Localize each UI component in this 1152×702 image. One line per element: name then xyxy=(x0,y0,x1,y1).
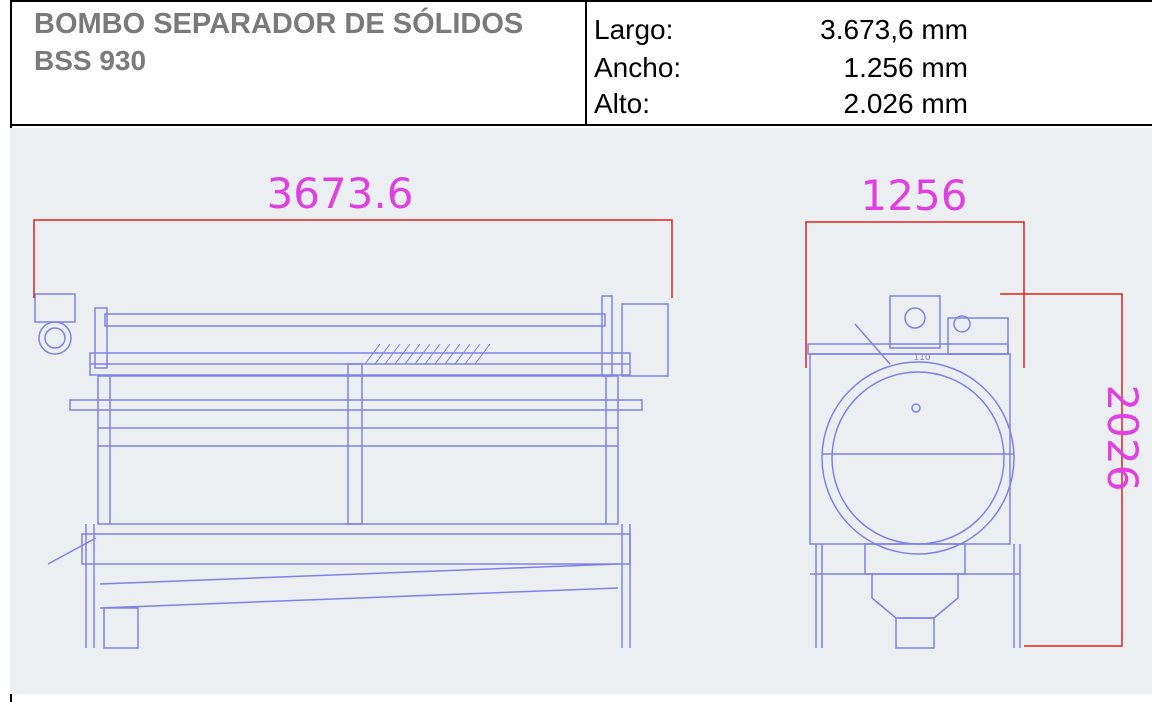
side-view xyxy=(34,293,669,649)
spec-value-length: 3.673,6 mm xyxy=(820,14,968,45)
product-title: BOMBO SEPARADOR DE SÓLIDOS xyxy=(34,8,524,40)
product-model: BSS 930 xyxy=(34,45,147,76)
top-border xyxy=(10,0,1152,2)
dim-label-height: 2026 xyxy=(1098,385,1147,492)
header-divider xyxy=(585,0,587,126)
dim-label-width: 1256 xyxy=(861,171,968,220)
dim-line-length xyxy=(33,219,673,298)
front-view xyxy=(807,295,1021,649)
dim-line-height xyxy=(1000,293,1123,647)
spec-value-height: 2.026 mm xyxy=(843,88,969,119)
spec-value-width: 1.256 mm xyxy=(843,52,969,83)
spec-label-height: Alto: xyxy=(594,88,651,119)
spec-label-length: Largo: xyxy=(594,14,674,45)
dim-label-length: 3673.6 xyxy=(267,169,414,218)
drawing-svg: 3673.6 1256 2026 110 xyxy=(33,169,1147,649)
motor-label: 110 xyxy=(913,353,930,363)
technical-drawing: 3673.6 1256 2026 110 xyxy=(10,128,1152,694)
dim-line-width xyxy=(805,221,1025,368)
header-bottom-border xyxy=(10,124,1152,126)
spec-label-width: Ancho: xyxy=(594,52,682,83)
